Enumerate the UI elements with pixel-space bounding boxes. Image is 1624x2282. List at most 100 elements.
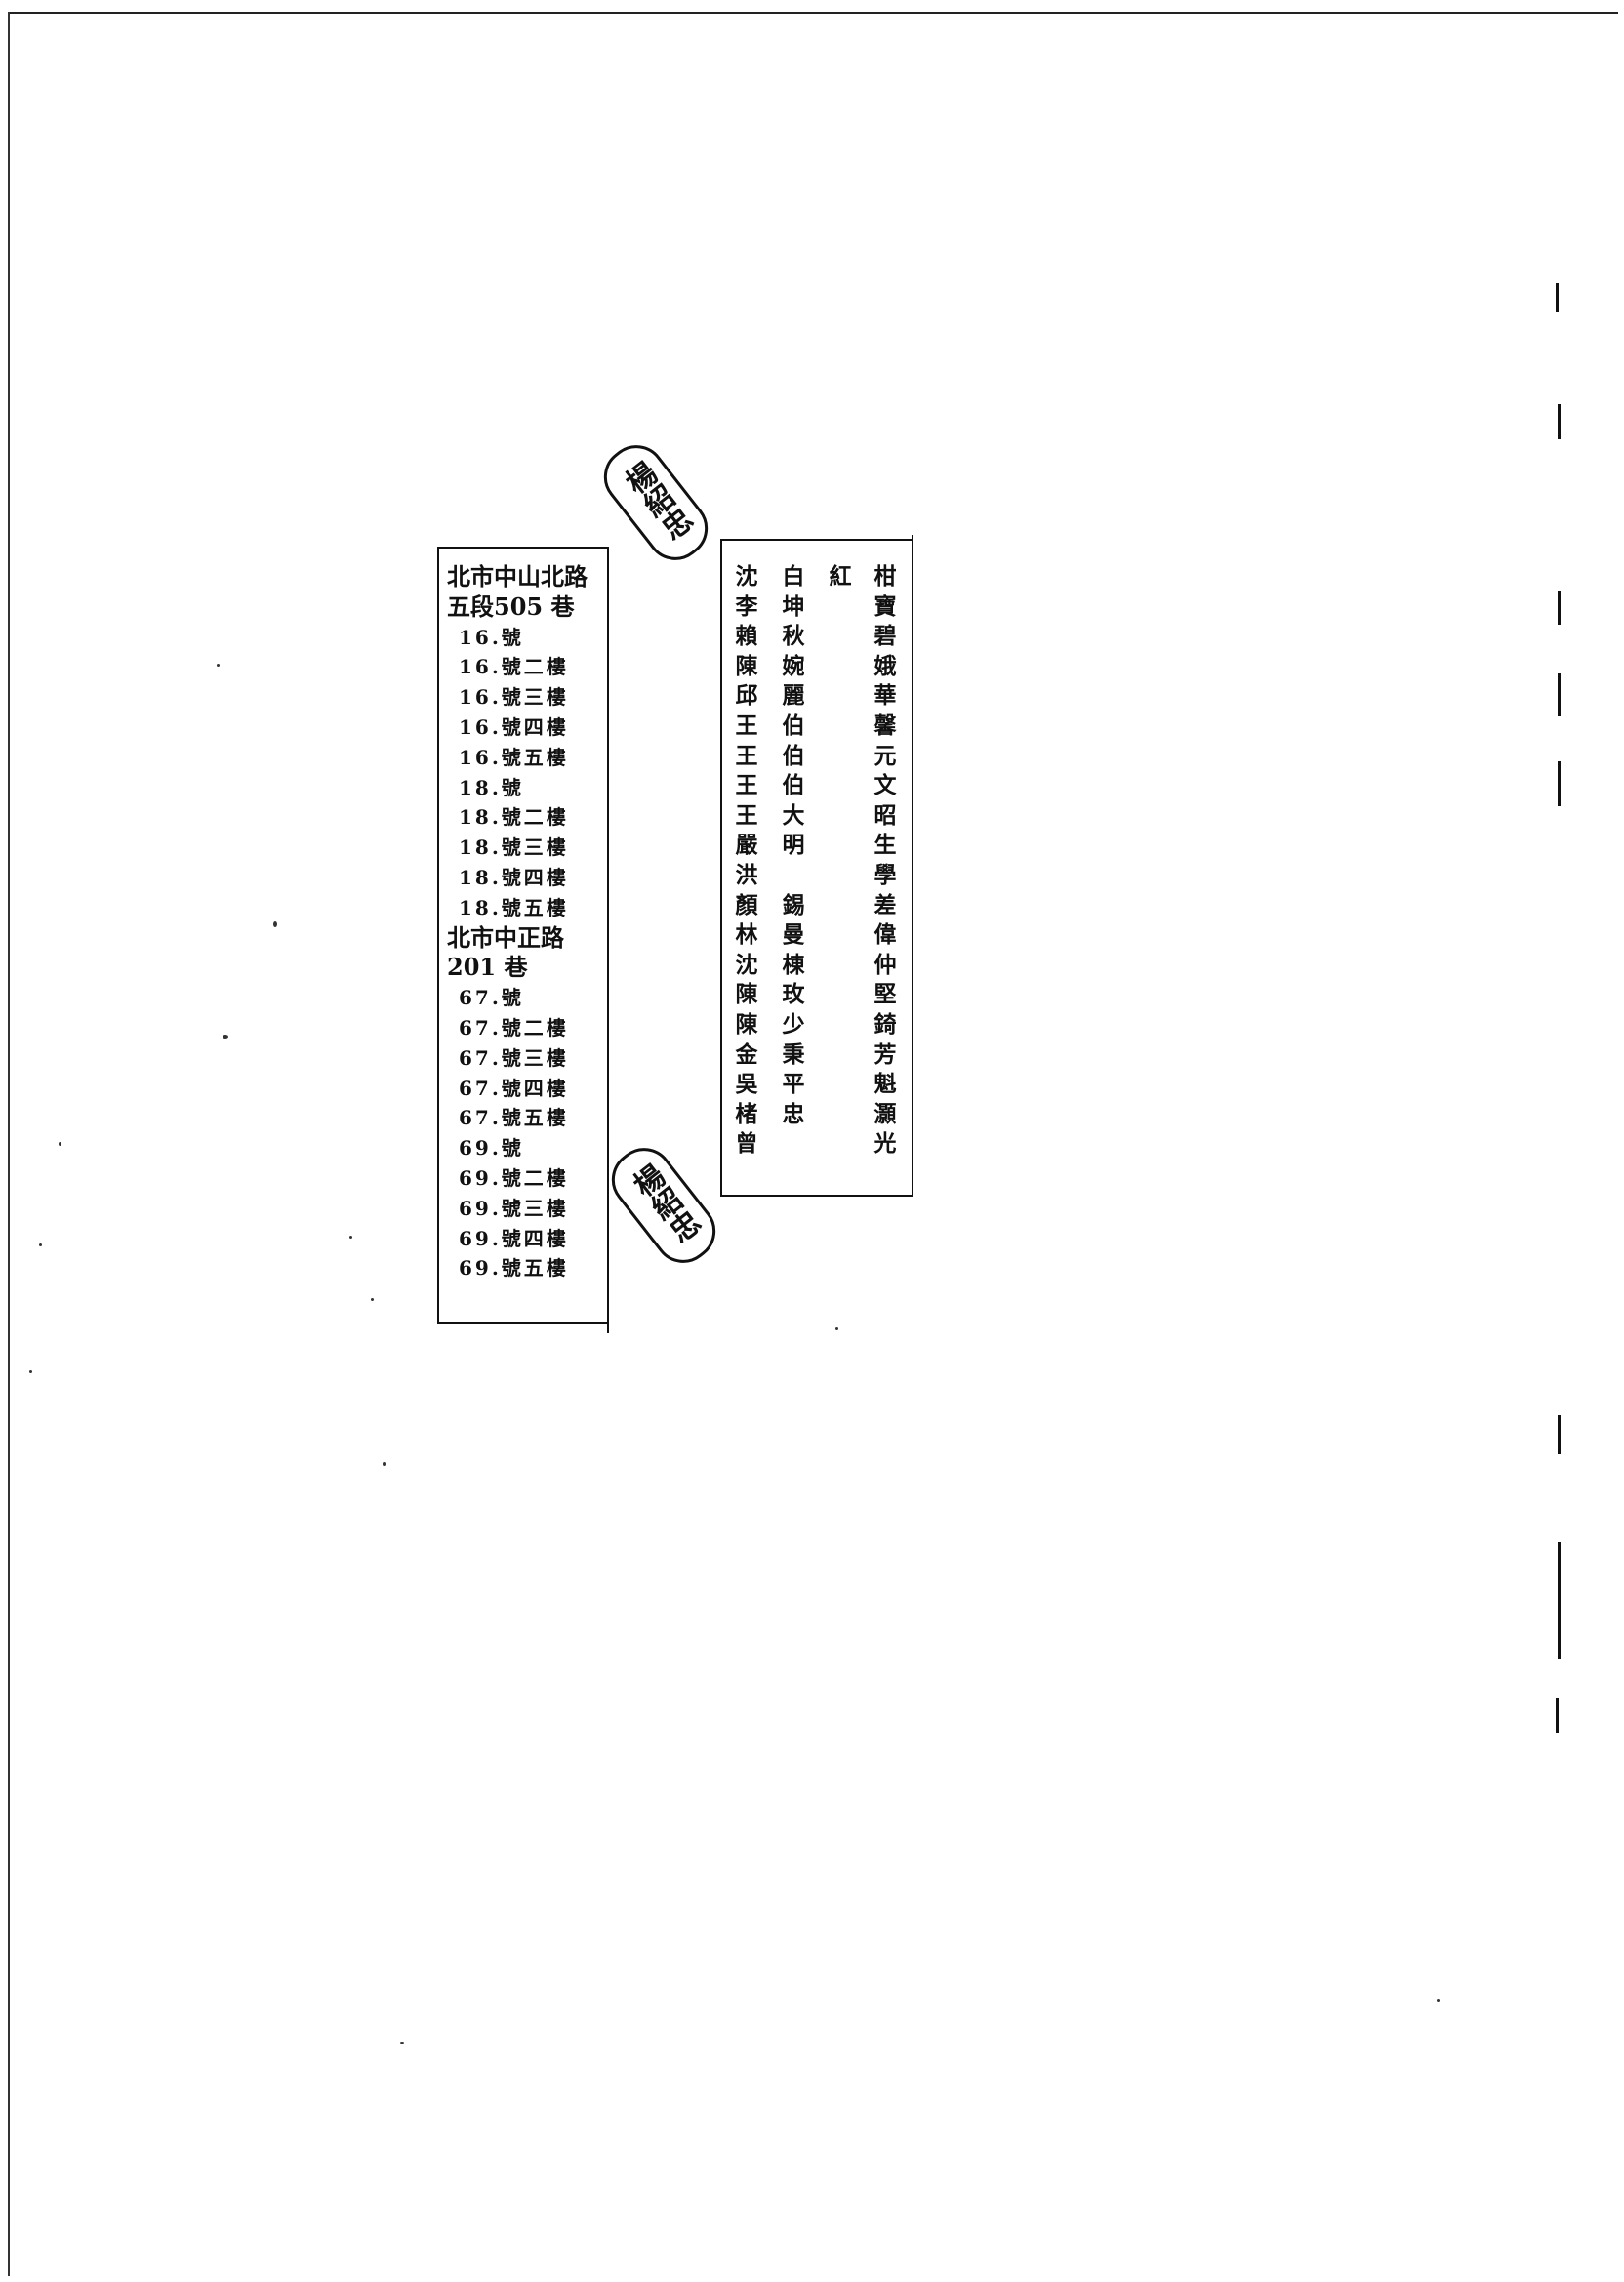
given-name-char bbox=[779, 861, 808, 891]
address-line: 五段505 巷 bbox=[447, 591, 575, 621]
given-name-char: 學 bbox=[873, 861, 897, 888]
scan-speck bbox=[400, 2042, 404, 2044]
address-line: 北市中山北路 bbox=[447, 562, 588, 591]
scan-edge-mark bbox=[1558, 1415, 1561, 1454]
address-line: 67.號二樓 bbox=[459, 1015, 569, 1039]
given-name-char: 白 bbox=[782, 563, 805, 590]
surname-char: 陳 bbox=[735, 652, 758, 679]
given-name-char bbox=[826, 742, 855, 772]
given-name-char: 文 bbox=[873, 772, 897, 799]
given-name-column-3: 柑寶碧娥華馨元文昭生學差偉仲堅錡芳魁灝光 bbox=[871, 562, 900, 1160]
name-list-box: 沈李賴陳邱王王王王嚴洪顏林沈陳陳金吳楮曾 白坤秋婉麗伯伯伯大明錫曼棟玫少秉平忠 … bbox=[720, 539, 914, 1197]
surname-char: 楮 bbox=[735, 1100, 758, 1127]
seal-text: 楊紹忠 bbox=[623, 1160, 705, 1250]
surname-column: 沈李賴陳邱王王王王嚴洪顏林沈陳陳金吳楮曾 bbox=[732, 562, 761, 1160]
scan-speck bbox=[371, 1298, 374, 1301]
given-name-char bbox=[826, 861, 855, 891]
given-name-char bbox=[826, 920, 855, 951]
given-name-char bbox=[826, 622, 855, 652]
given-name-char: 娥 bbox=[873, 652, 897, 679]
address-line: 18.號 bbox=[459, 775, 524, 799]
surname-char: 王 bbox=[735, 772, 758, 799]
address-line: 69.號二樓 bbox=[459, 1165, 569, 1190]
surname-char: 沈 bbox=[735, 951, 758, 978]
surname-char: 王 bbox=[735, 801, 758, 829]
surname-char: 王 bbox=[735, 742, 758, 769]
scan-speck bbox=[349, 1236, 352, 1239]
given-name-char: 元 bbox=[873, 742, 897, 769]
surname-char: 邱 bbox=[735, 682, 758, 710]
given-name-char bbox=[826, 652, 855, 682]
given-name-char: 忠 bbox=[782, 1100, 805, 1127]
given-name-char: 婉 bbox=[782, 652, 805, 679]
given-name-char: 秉 bbox=[782, 1040, 805, 1068]
given-name-char: 錡 bbox=[873, 1010, 897, 1038]
given-name-char bbox=[826, 891, 855, 921]
scan-speck bbox=[29, 1370, 32, 1373]
left-border-line bbox=[8, 12, 10, 2276]
given-name-char: 華 bbox=[873, 682, 897, 710]
surname-char: 金 bbox=[735, 1040, 758, 1068]
given-name-char: 平 bbox=[782, 1071, 805, 1098]
address-line: 16.號三樓 bbox=[459, 685, 569, 710]
given-name-char: 伯 bbox=[782, 742, 805, 769]
scan-edge-mark bbox=[1556, 1698, 1559, 1733]
address-line: 67.號 bbox=[459, 986, 524, 1010]
given-name-char: 差 bbox=[873, 891, 897, 918]
surname-char: 陳 bbox=[735, 1010, 758, 1038]
given-name-char bbox=[826, 980, 855, 1010]
seal-text: 楊紹忠 bbox=[615, 457, 697, 548]
address-line: 18.號五樓 bbox=[459, 895, 569, 919]
given-name-char bbox=[826, 1100, 855, 1130]
surname-char: 林 bbox=[735, 921, 758, 949]
given-name-char: 麗 bbox=[782, 682, 805, 710]
address-line: 16.號五樓 bbox=[459, 745, 569, 769]
scan-edge-mark bbox=[1558, 591, 1561, 625]
scan-speck bbox=[39, 1243, 42, 1246]
scan-edge-mark bbox=[1556, 283, 1559, 312]
scan-speck bbox=[273, 921, 277, 927]
given-name-char bbox=[826, 951, 855, 981]
address-line: 69.號三樓 bbox=[459, 1196, 569, 1220]
given-name-char bbox=[826, 1010, 855, 1040]
given-name-char: 伯 bbox=[782, 712, 805, 739]
given-name-char: 大 bbox=[782, 801, 805, 829]
given-name-char bbox=[826, 712, 855, 742]
scan-edge-mark bbox=[1558, 761, 1561, 806]
given-name-char: 昭 bbox=[873, 801, 897, 829]
given-name-char: 曼 bbox=[782, 921, 805, 949]
address-line: 18.號二樓 bbox=[459, 805, 569, 830]
scan-edge-mark bbox=[1558, 1542, 1561, 1659]
given-name-char bbox=[826, 592, 855, 623]
given-name-char bbox=[826, 1070, 855, 1100]
address-line: 67.號四樓 bbox=[459, 1076, 569, 1100]
given-name-char bbox=[826, 831, 855, 861]
given-name-column-2: 紅 bbox=[826, 562, 855, 1129]
address-line: 北市中正路 bbox=[447, 922, 564, 952]
address-box-tail-line bbox=[607, 1218, 609, 1333]
scan-edge-mark bbox=[1558, 404, 1561, 439]
given-name-char: 生 bbox=[873, 832, 897, 859]
address-line: 16.號二樓 bbox=[459, 655, 569, 679]
address-line: 201 巷 bbox=[447, 953, 528, 982]
name-seal-stamp: 楊紹忠 bbox=[591, 433, 720, 572]
surname-char: 嚴 bbox=[735, 832, 758, 859]
given-name-char: 錫 bbox=[782, 891, 805, 918]
scan-speck bbox=[383, 1462, 386, 1466]
given-name-char bbox=[826, 1040, 855, 1071]
surname-char: 陳 bbox=[735, 981, 758, 1008]
given-name-char: 寶 bbox=[873, 592, 897, 620]
given-name-char bbox=[826, 681, 855, 712]
surname-char: 洪 bbox=[735, 861, 758, 888]
top-border-line bbox=[8, 12, 1618, 14]
address-line: 69.號四樓 bbox=[459, 1226, 569, 1250]
address-line: 18.號四樓 bbox=[459, 865, 569, 889]
surname-char: 李 bbox=[735, 592, 758, 620]
given-name-char: 魁 bbox=[873, 1071, 897, 1098]
scan-speck bbox=[223, 1035, 228, 1039]
surname-char: 顏 bbox=[735, 891, 758, 918]
given-name-char: 仲 bbox=[873, 951, 897, 978]
scan-speck bbox=[217, 664, 220, 667]
given-name-char: 坤 bbox=[782, 592, 805, 620]
